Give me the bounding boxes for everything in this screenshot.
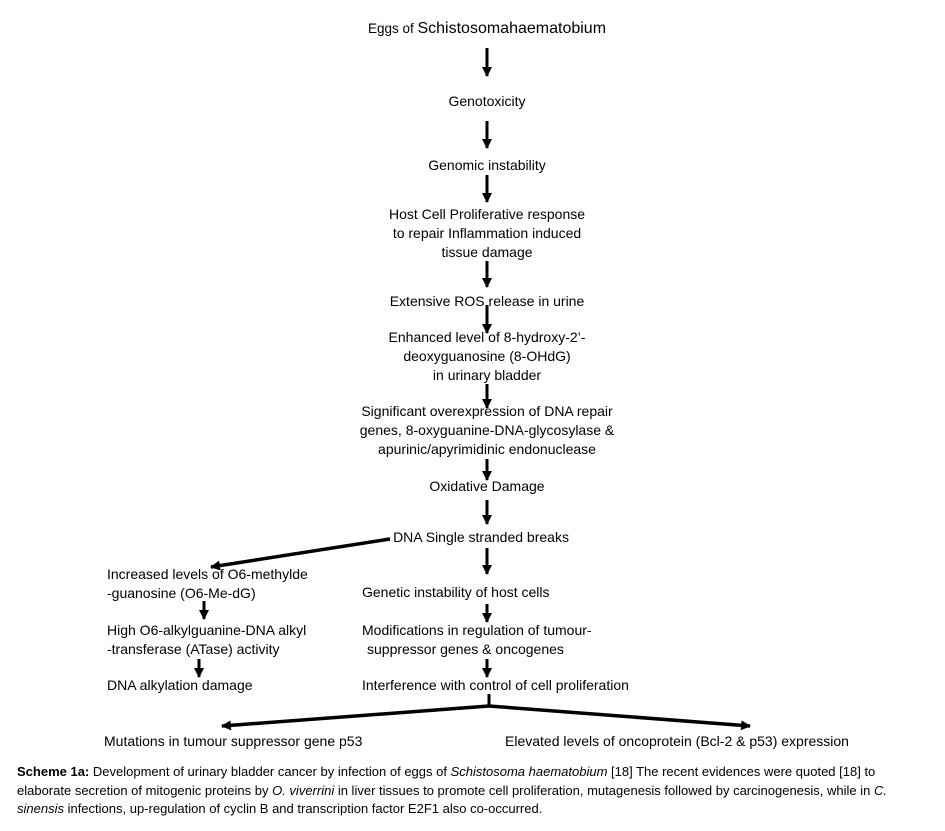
node-eggs-species: Schistosomahaematobium	[417, 20, 607, 37]
caption-label: Scheme 1a:	[17, 764, 90, 779]
node-dna-repair-overexpression: Significant overexpression of DNA repair…	[287, 402, 687, 459]
node-line: suppressor genes & oncogenes	[367, 641, 564, 657]
node-o6-me-dg: Increased levels of O6-methylde -guanosi…	[107, 565, 308, 603]
node-genotoxicity: Genotoxicity	[448, 93, 526, 109]
node-ohdg-level: Enhanced level of 8-hydroxy-2’- deoxygua…	[287, 328, 687, 385]
node-line: deoxyguanosine (8-OHdG)	[403, 348, 571, 364]
node-dna-single-stranded-breaks: DNA Single stranded breaks	[393, 529, 569, 545]
figure-caption: Scheme 1a: Development of urinary bladde…	[17, 763, 930, 819]
caption-species-sinensis: C. sinensis	[17, 782, 887, 817]
node-atase-activity: High O6-alkylguanine-DNA alkyl -transfer…	[107, 621, 306, 659]
node-interference: Interference with control of cell prolif…	[362, 677, 629, 693]
caption-text: Development of urinary bladder cancer by…	[89, 764, 451, 779]
arrow-fork-to-oncoprotein	[488, 704, 751, 731]
node-line: Modifications in regulation of tumour-	[362, 622, 592, 638]
caption-text: in liver tissues to promote cell prolife…	[334, 782, 874, 798]
node-oxidative-damage: Oxidative Damage	[429, 478, 545, 494]
caption-species-schistosoma: Schistosoma haematobium	[450, 764, 608, 779]
node-eggs-prefix: Eggs of	[367, 21, 418, 36]
node-genomic-instability: Genomic instability	[428, 157, 546, 173]
node-line: High O6-alkylguanine-DNA alkyl	[107, 622, 307, 638]
caption-species-viverrini: O. viverrini	[272, 782, 335, 798]
node-oncoprotein-elevation: Elevated levels of oncoprotein (Bcl-2 & …	[505, 733, 849, 749]
node-eggs-of-schistosoma: Eggs of Schistosomahaematobium	[287, 18, 687, 40]
node-host-cell-response: Host Cell Proliferative response to repa…	[287, 205, 687, 262]
node-ros-release: Extensive ROS release in urine	[389, 293, 585, 309]
arrow-fork-to-p53-mutations	[221, 704, 490, 731]
caption-text: infections, up-regulation of cyclin B an…	[63, 801, 543, 817]
node-p53-mutations: Mutations in tumour suppressor gene p53	[104, 733, 363, 749]
node-line: Significant overexpression of DNA repair	[361, 403, 613, 419]
node-line: in urinary bladder	[432, 367, 542, 383]
node-line: apurinic/apyrimidinic endonuclease	[378, 441, 596, 457]
caption-text: [18] The recent evidences were quoted [1…	[17, 764, 876, 798]
node-line: -transferase (ATase) activity	[107, 641, 280, 657]
node-line: Increased levels of O6-methylde	[107, 566, 308, 582]
node-line: -guanosine (O6-Me-dG)	[107, 585, 256, 601]
node-tumour-suppressor-modifications: Modifications in regulation of tumour- s…	[362, 621, 592, 659]
node-line: genes, 8-oxyguanine-DNA-glycosylase &	[359, 422, 615, 438]
node-line: tissue damage	[441, 244, 533, 260]
node-line: Enhanced level of 8-hydroxy-2’-	[388, 329, 586, 345]
node-genetic-instability: Genetic instability of host cells	[362, 584, 550, 600]
node-line: to repair Inflammation induced	[392, 225, 582, 241]
node-dna-alkylation-damage: DNA alkylation damage	[107, 677, 253, 693]
node-line: Host Cell Proliferative response	[388, 206, 586, 222]
